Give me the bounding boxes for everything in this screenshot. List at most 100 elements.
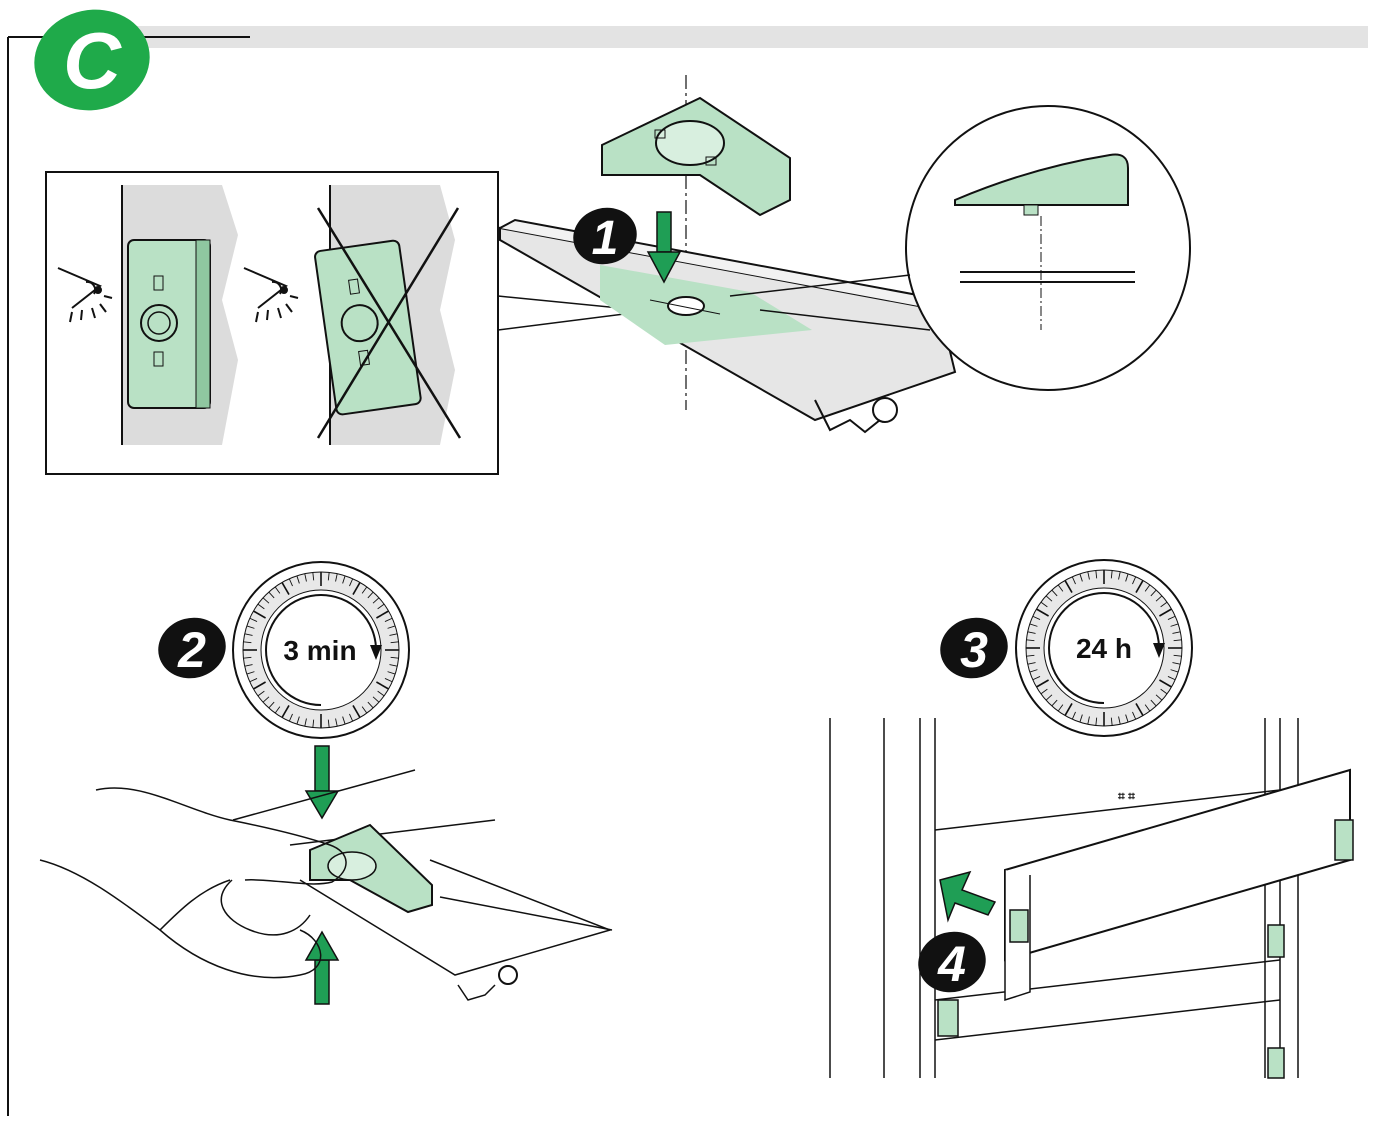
cover-panel: ⌗ ⌗: [937, 768, 1354, 1079]
dial-tick: [288, 578, 293, 587]
rail-step1: [499, 75, 958, 434]
dial-tick: [349, 578, 354, 587]
dial-tick: [1079, 573, 1083, 582]
dial-tick: [376, 681, 389, 690]
dial-tick: [384, 617, 393, 622]
dial-tick: [257, 690, 265, 697]
section-badge: C: [34, 9, 150, 111]
dial-tick: [1026, 639, 1035, 642]
dial-tick: [367, 591, 374, 599]
enclosure-frame: [829, 718, 1299, 1078]
dial-tick: [1159, 679, 1172, 688]
dial-tick: [352, 582, 361, 595]
dial-tick: [1173, 639, 1182, 642]
dial-tick: [389, 664, 398, 667]
dial-tick: [1172, 662, 1181, 665]
dial-tick: [243, 656, 252, 659]
eye-icon: [57, 267, 113, 323]
dial-tick: [384, 678, 393, 683]
label-holder-cap: [601, 96, 791, 217]
dial-tick: [389, 633, 398, 636]
dial-tick: [1118, 571, 1121, 580]
dial-tick: [312, 719, 315, 728]
dial-tick: [1125, 714, 1129, 723]
dial-tick: [377, 690, 385, 697]
dial-tick: [262, 696, 270, 703]
dial-tick: [1155, 694, 1163, 701]
dial-tick: [1159, 608, 1172, 617]
dial-tick: [1057, 584, 1064, 592]
dial-tick: [1087, 571, 1090, 580]
dial-tick: [1132, 711, 1137, 720]
svg-text:⌗ ⌗: ⌗ ⌗: [1117, 789, 1135, 803]
dial-tick: [1051, 699, 1058, 707]
dial-tick: [296, 575, 300, 584]
timer-label-24h: 24 h: [1076, 633, 1132, 664]
timer-dial-icon: 3 min: [232, 561, 410, 739]
dial-tick: [1027, 631, 1036, 634]
dial-tick: [1110, 717, 1113, 726]
dial-tick: [1170, 623, 1179, 627]
dial-tick: [352, 705, 361, 718]
dial-tick: [1160, 601, 1168, 608]
dial-tick: [335, 573, 338, 582]
dial-tick: [1095, 570, 1098, 579]
dial-tick: [327, 572, 330, 581]
svg-text:3: 3: [960, 622, 988, 678]
dial-tick: [268, 701, 275, 709]
timer-label-3min: 3 min: [283, 635, 356, 666]
insert-arrow: [939, 870, 997, 923]
push-arrow-icon: [646, 211, 682, 284]
dial-tick: [1132, 576, 1137, 585]
dial-tick: [327, 719, 330, 728]
dial-tick: [1036, 608, 1049, 617]
dial-tick: [1079, 714, 1083, 723]
dial-tick: [1150, 699, 1157, 707]
dial-tick: [244, 633, 253, 636]
dial-tick: [268, 591, 275, 599]
eye-icon: [243, 267, 299, 323]
dial-tick: [274, 586, 281, 594]
dial-tick: [1170, 669, 1179, 673]
label-holder-pressed: [309, 823, 433, 914]
dial-tick: [1027, 662, 1036, 665]
dial-tick: [262, 597, 270, 604]
dial-tick: [257, 603, 265, 610]
svg-text:2: 2: [177, 622, 206, 678]
timer-dial-icon: 24 h: [1015, 559, 1193, 737]
dial-tick: [1160, 688, 1168, 695]
dial-tick: [390, 656, 399, 659]
dial-tick: [1064, 580, 1073, 593]
hand-drawing: [39, 787, 347, 979]
rail-step2: [232, 769, 613, 1001]
dial-tick: [246, 625, 255, 629]
dial-tick: [1150, 589, 1157, 597]
detail-zoom: [729, 105, 1191, 391]
dial-tick: [253, 681, 266, 690]
dial-tick: [304, 573, 307, 582]
step-2-badge: 2: [158, 617, 226, 679]
dial-tick: [281, 705, 290, 718]
dial-tick: [1095, 717, 1098, 726]
press-arrow-up: [304, 930, 340, 1005]
dial-tick: [249, 678, 258, 683]
dial-tick: [253, 610, 266, 619]
dial-tick: [243, 641, 252, 644]
dial-tick: [372, 597, 380, 604]
dial-tick: [1173, 654, 1182, 657]
dial-tick: [376, 610, 389, 619]
dial-tick: [1135, 703, 1144, 716]
dial-tick: [1144, 704, 1151, 712]
dial-tick: [274, 706, 281, 714]
dial-tick: [342, 716, 346, 725]
dial-tick: [1029, 669, 1038, 673]
dial-tick: [1155, 595, 1163, 602]
dial-tick: [244, 664, 253, 667]
dial-tick: [1045, 694, 1053, 701]
dial-tick: [1071, 711, 1076, 720]
dial-tick: [1032, 676, 1041, 681]
dial-tick: [1064, 703, 1073, 716]
dial-tick: [1040, 601, 1048, 608]
